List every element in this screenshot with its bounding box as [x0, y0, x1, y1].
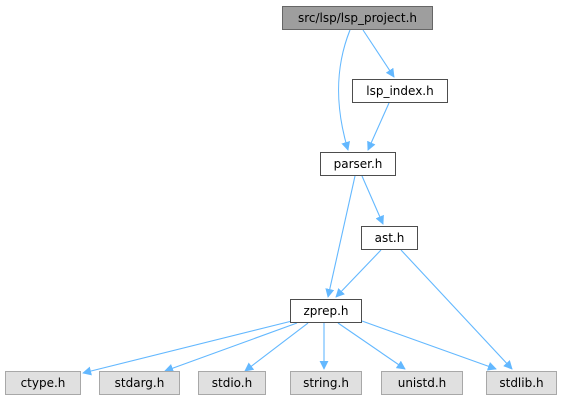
node-stdlib-h: stdlib.h	[486, 371, 557, 395]
node-stdio-h: stdio.h	[198, 371, 266, 395]
node-ctype-h: ctype.h	[5, 371, 81, 395]
edge-root-to-index	[362, 29, 395, 78]
edge-root-to-parser	[337, 29, 351, 151]
edge-index-to-parser	[367, 102, 390, 151]
edge-parser-to-ast	[361, 175, 384, 225]
edge-zprep-to-stdarg	[164, 322, 298, 373]
node-unistd-h: unistd.h	[381, 371, 463, 395]
edge-zprep-to-stdlib	[361, 320, 497, 371]
node-lsp-index-h[interactable]: lsp_index.h	[352, 79, 448, 103]
edge-zprep-to-unistd	[337, 322, 406, 370]
node-string-h: string.h	[290, 371, 362, 395]
edge-zprep-to-ctype	[82, 320, 293, 376]
edge-parser-to-zprep	[325, 175, 356, 298]
node-stdarg-h: stdarg.h	[99, 371, 180, 395]
edge-ast-to-zprep	[335, 249, 382, 298]
node-ast-h[interactable]: ast.h	[361, 226, 418, 250]
edge-zprep-to-stdio	[244, 322, 309, 372]
edge-ast-to-stdlib	[400, 249, 513, 370]
node-lsp-project-h: src/lsp/lsp_project.h	[282, 6, 433, 30]
node-zprep-h[interactable]: zprep.h	[290, 299, 362, 323]
node-parser-h[interactable]: parser.h	[320, 152, 396, 176]
